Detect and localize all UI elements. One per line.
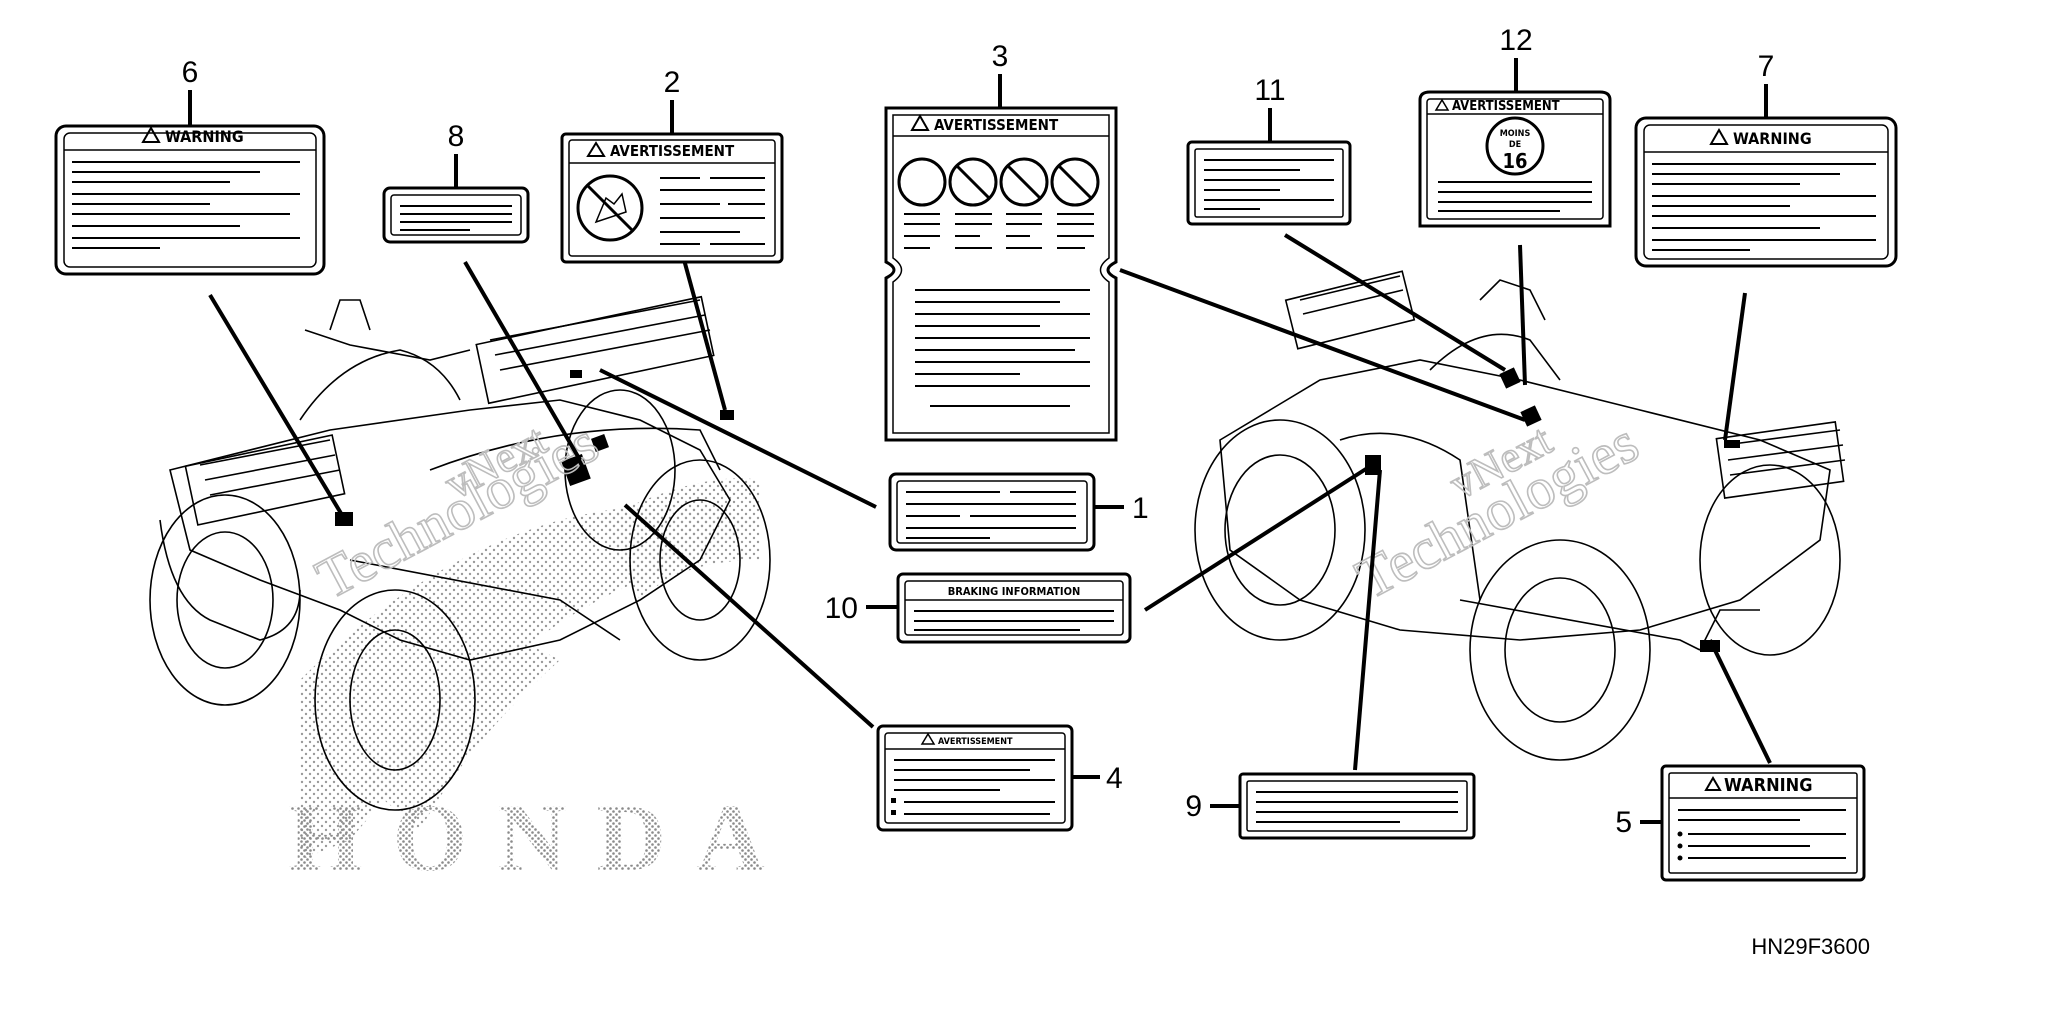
label-10-braking-information: 10 BRAKING INFORMATION [825, 572, 1132, 644]
label-1: 1 [888, 472, 1149, 552]
age-line-3: 16 [1502, 149, 1527, 173]
callout-12: 12 [1499, 24, 1532, 57]
svg-text:WARNING: WARNING [1733, 129, 1812, 148]
label-5-warning: 5 WARNING [1615, 764, 1866, 882]
label-3-avertissement: 3 AVERTISSEMENT [884, 40, 1118, 442]
callout-8: 8 [448, 120, 465, 153]
callout-2: 2 [664, 66, 681, 99]
svg-text:AVERTISSEMENT: AVERTISSEMENT [934, 116, 1059, 134]
callout-10: 10 [825, 592, 858, 625]
honda-wordmark: HONDA [288, 784, 795, 891]
label-2-avertissement: 2 AVERTISSEMENT [560, 66, 784, 264]
label-9: 9 [1185, 772, 1476, 840]
leader-lines [208, 233, 1772, 771]
callout-9: 9 [1185, 790, 1202, 823]
age-line-1: MOINS [1500, 129, 1531, 139]
callout-7: 7 [1758, 50, 1775, 83]
callout-4: 4 [1106, 762, 1123, 795]
svg-text:WARNING: WARNING [1724, 775, 1812, 796]
watermark-right: vNext Technologies [1345, 408, 1649, 612]
svg-text:AVERTISSEMENT: AVERTISSEMENT [610, 142, 735, 160]
label-4-avertissement: AVERTISSEMENT 4 [876, 724, 1123, 832]
right-atv-illustration [1194, 270, 1846, 761]
svg-text:WARNING: WARNING [165, 127, 244, 146]
label-8: 8 [382, 120, 530, 244]
age-line-2: DE [1509, 140, 1521, 150]
label-7-warning: 7 WARNING [1634, 50, 1898, 268]
callout-11: 11 [1254, 74, 1285, 107]
svg-text:BRAKING INFORMATION: BRAKING INFORMATION [948, 585, 1081, 598]
left-atv-illustration [149, 295, 771, 860]
callout-1: 1 [1132, 492, 1149, 525]
svg-text:AVERTISSEMENT: AVERTISSEMENT [1452, 99, 1560, 114]
callout-3: 3 [992, 40, 1009, 73]
callout-5: 5 [1615, 806, 1632, 839]
label-11: 11 [1186, 74, 1352, 226]
reference-code: HN29F3600 [1751, 934, 1870, 959]
callout-6: 6 [182, 56, 199, 89]
label-6-warning: 6 WARNING [54, 56, 326, 276]
svg-text:AVERTISSEMENT: AVERTISSEMENT [938, 737, 1013, 747]
label-12-avertissement: 12 AVERTISSEMENT MOINS DE 16 [1418, 24, 1612, 228]
